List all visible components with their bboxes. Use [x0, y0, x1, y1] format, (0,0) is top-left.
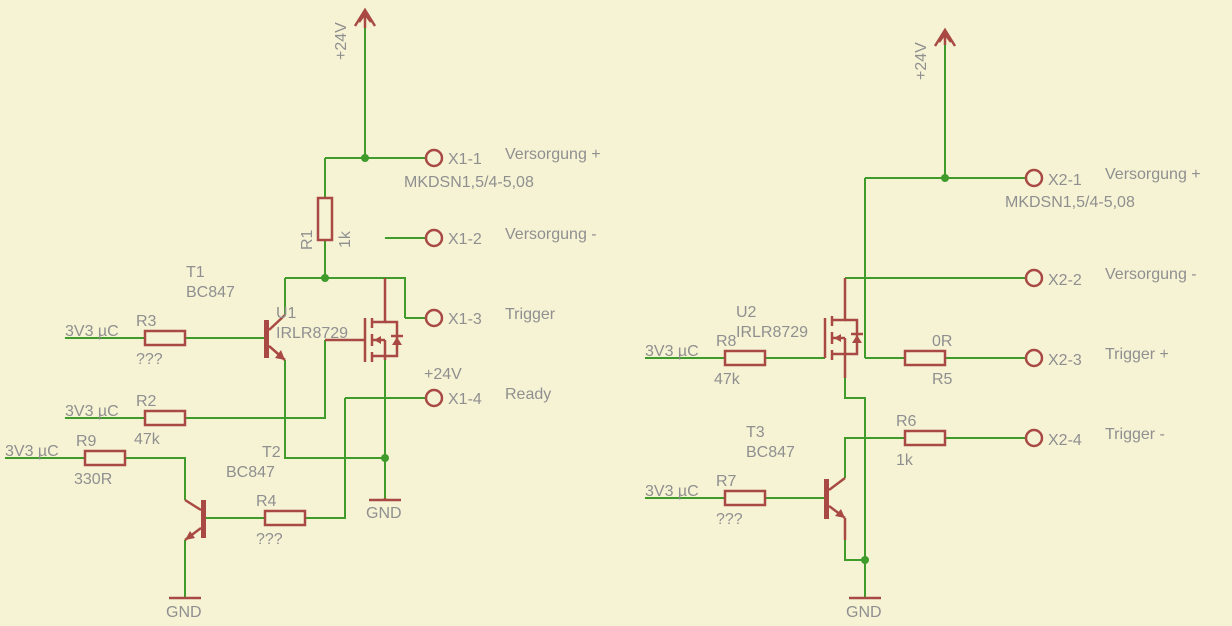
terminal-x1-4-desc: Ready [505, 386, 551, 403]
mosfet-u2-name: U2 [736, 304, 757, 321]
terminal-x2-3-name: X2-3 [1048, 352, 1082, 369]
terminal-x1-4 [424, 388, 444, 408]
resistor-r8-value: 47k [714, 371, 741, 388]
input-label-r7: 3V3 µC [645, 483, 699, 500]
transistor-t2-name: T2 [262, 444, 281, 461]
resistor-r9-value: 330R [74, 471, 112, 488]
transistor-t3-name: T3 [746, 424, 765, 441]
resistor-r1 [316, 196, 334, 242]
resistor-r5-name: R5 [932, 371, 953, 388]
terminal-x1-2 [424, 228, 444, 248]
connector-type-right: MKDSN1,5/4-5,08 [1005, 194, 1135, 211]
terminal-x2-1-name: X2-1 [1048, 172, 1082, 189]
resistor-r1-name: R1 [299, 229, 316, 250]
terminal-x2-2 [1024, 268, 1044, 288]
right-wires [645, 45, 1025, 598]
resistor-r2-value: 47k [134, 431, 161, 448]
terminal-x2-4-desc: Trigger - [1105, 426, 1165, 443]
terminal-x2-3-desc: Trigger + [1105, 346, 1169, 363]
resistor-r9 [83, 449, 127, 467]
resistor-r4-name: R4 [256, 493, 277, 510]
transistor-t1-part: BC847 [186, 284, 235, 301]
transistor-t2-part: BC847 [226, 464, 275, 481]
terminal-x2-1-desc: Versorgung + [1105, 166, 1201, 183]
terminal-x1-3 [424, 308, 444, 328]
mosfet-u1-name: U1 [276, 305, 297, 322]
transistor-t3-part: BC847 [746, 444, 795, 461]
terminal-x1-2-name: X1-2 [448, 231, 482, 248]
ground-label-3: GND [846, 604, 882, 621]
resistor-r2-name: R2 [136, 393, 157, 410]
terminal-x1-3-name: X1-3 [448, 311, 482, 328]
mosfet-u1-part: IRLR8729 [276, 325, 348, 342]
terminal-x2-1 [1024, 168, 1044, 188]
transistor-t3 [824, 477, 847, 540]
resistor-r8 [723, 349, 767, 367]
terminal-x2-4-name: X2-4 [1048, 432, 1082, 449]
resistor-r3-value: ??? [136, 351, 163, 368]
input-label-r3: 3V3 µC [65, 323, 119, 340]
resistor-r7 [723, 489, 767, 507]
ground-label-1: GND [366, 505, 402, 522]
resistor-r6-name: R6 [896, 413, 917, 430]
terminal-x1-1-desc: Versorgung + [505, 146, 601, 163]
transistor-t1 [264, 314, 286, 361]
left-wires [5, 28, 425, 598]
supply-left-label: +24V [333, 22, 350, 60]
junction-dots [321, 154, 949, 564]
resistor-r5 [903, 349, 947, 367]
supply-left-symbol [353, 7, 377, 28]
resistor-r7-name: R7 [716, 473, 737, 490]
supply-right-label: +24V [913, 42, 930, 80]
terminal-x2-2-name: X2-2 [1048, 272, 1082, 289]
ground-symbol-1 [369, 498, 401, 502]
mosfet-u2 [823, 278, 863, 378]
transistor-t1-name: T1 [186, 264, 205, 281]
resistor-r6-value: 1k [896, 452, 914, 469]
terminal-x2-2-desc: Versorgung - [1105, 266, 1197, 283]
ground-label-2: GND [166, 604, 202, 621]
resistor-r9-name: R9 [76, 433, 97, 450]
resistor-r3 [143, 329, 187, 347]
resistor-r7-value: ??? [716, 511, 743, 528]
connector-type-left: MKDSN1,5/4-5,08 [404, 174, 534, 191]
resistor-r4 [263, 509, 307, 527]
terminal-x1-2-desc: Versorgung - [505, 226, 597, 243]
resistor-r4-value: ??? [256, 531, 283, 548]
terminal-x2-4 [1024, 428, 1044, 448]
terminal-x1-1-name: X1-1 [448, 151, 482, 168]
supply-right-symbol [933, 27, 957, 47]
aux-supply-label: +24V [424, 366, 462, 383]
terminal-x2-3 [1024, 348, 1044, 368]
terminal-x1-4-name: X1-4 [448, 391, 482, 408]
mosfet-u2-part: IRLR8729 [736, 324, 808, 341]
resistor-r3-name: R3 [136, 313, 157, 330]
input-label-r9: 3V3 µC [5, 443, 59, 460]
mosfet-u1 [325, 278, 403, 362]
terminal-x1-1 [424, 148, 444, 168]
input-label-r2: 3V3 µC [65, 403, 119, 420]
resistor-r2 [143, 409, 187, 427]
resistor-r8-name: R8 [716, 333, 737, 350]
resistor-r5-value: 0R [932, 333, 952, 350]
resistor-r6 [903, 429, 947, 447]
resistor-r1-value: 1k [337, 230, 354, 248]
terminal-x1-3-desc: Trigger [505, 306, 556, 323]
input-label-r8: 3V3 µC [645, 343, 699, 360]
transistor-t2 [184, 498, 206, 541]
